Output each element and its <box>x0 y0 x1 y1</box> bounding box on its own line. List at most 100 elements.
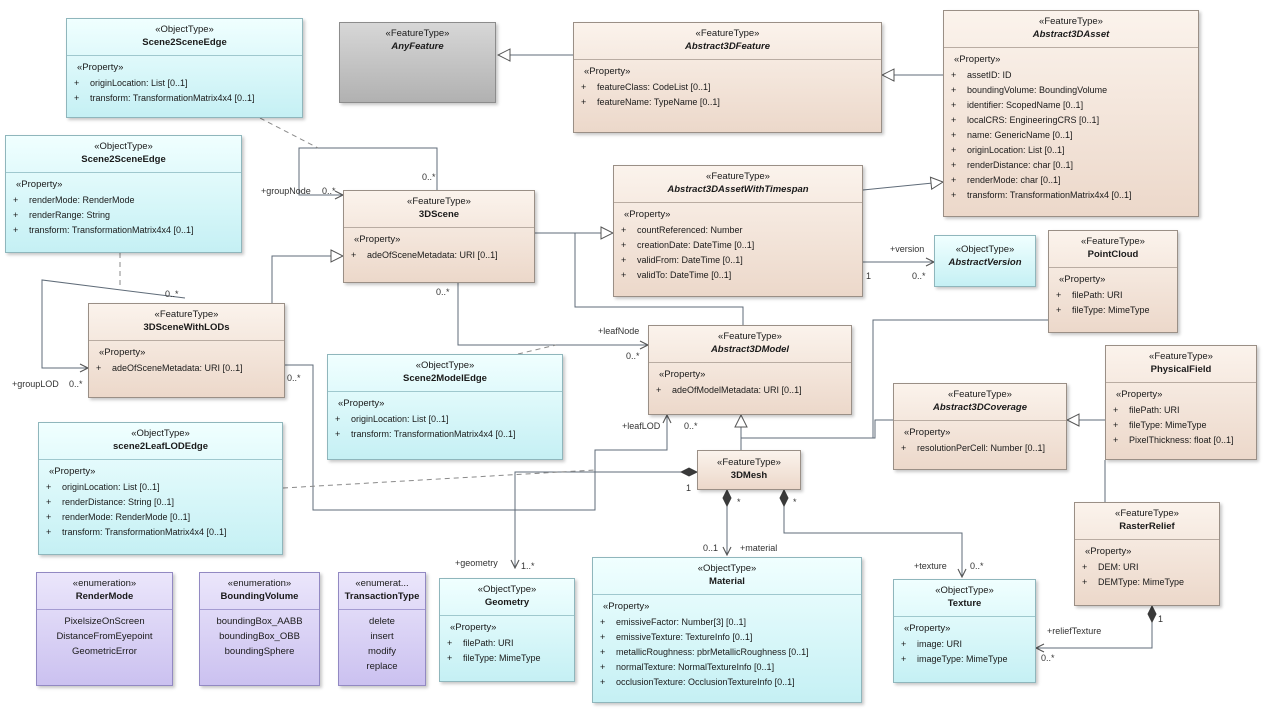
relieftexture-multiplicity: 0..* <box>1041 653 1055 663</box>
stereotype: «FeatureType» <box>1039 16 1103 27</box>
scene2sceneedge-class-second[interactable]: «ObjectType» Scene2SceneEdge «Property» … <box>5 135 242 253</box>
scene2leaflodedge-class[interactable]: «ObjectType» scene2LeafLODEdge «Property… <box>38 422 283 555</box>
attribute: +metallicRoughness: pbrMetallicRoughness… <box>600 647 809 657</box>
leafnode-source-multiplicity: 0..* <box>436 287 450 297</box>
attribute: +identifier: ScopedName [0..1] <box>951 100 1084 110</box>
material-class[interactable]: «ObjectType» Material «Property» +emissi… <box>592 557 862 703</box>
attribute-list: +featureClass: CodeList [0..1] +featureN… <box>574 78 881 110</box>
attribute-list: +resolutionPerCell: Number [0..1] <box>894 439 1066 456</box>
compartment-divider <box>89 340 284 341</box>
attribute-list: +originLocation: List [0..1] +renderDist… <box>39 478 282 540</box>
class-name: Abstract3DModel <box>710 344 790 355</box>
comp-texture <box>784 490 962 577</box>
assoc-grouplod <box>41 279 186 368</box>
compartment-divider <box>440 615 574 616</box>
mesh-material-multiplicity: * <box>737 497 741 507</box>
texture-class[interactable]: «ObjectType» Texture «Property» +image: … <box>893 579 1036 683</box>
enum-literal: GeometricError <box>72 646 137 657</box>
class-name: Scene2SceneEdge <box>81 154 166 165</box>
class-name: AnyFeature <box>391 41 444 52</box>
assoc-leafnode <box>457 283 648 345</box>
attribute: +countReferenced: Number <box>621 225 743 235</box>
material-multiplicity: 0..1 <box>703 543 719 553</box>
scene2sceneedge-class-top[interactable]: «ObjectType» Scene2SceneEdge «Property» … <box>66 18 303 118</box>
attribute-list: +adeOfSceneMetadata: URI [0..1] <box>89 359 284 376</box>
attribute: +transform: TransformationMatrix4x4 [0..… <box>74 93 255 103</box>
property-header: «Property» <box>77 62 124 73</box>
attribute: +name: GenericName [0..1] <box>951 130 1073 140</box>
enum-name: BoundingVolume <box>220 591 299 602</box>
property-header: «Property» <box>16 179 63 190</box>
attribute: +transform: TransformationMatrix4x4 [0..… <box>13 225 194 235</box>
gen-pointcloud-to-model <box>872 319 1048 438</box>
abstract3dmodel-class[interactable]: «FeatureType» Abstract3DModel «Property»… <box>648 325 852 415</box>
attribute: +transform: TransformationMatrix4x4 [0..… <box>951 190 1132 200</box>
compartment-divider <box>1049 267 1177 268</box>
texture-label: +texture <box>914 561 947 571</box>
groupnode-multiplicity: 0..* <box>322 186 336 196</box>
pointcloud-class[interactable]: «FeatureType» PointCloud «Property» +fil… <box>1048 230 1178 333</box>
attribute-list: +originLocation: List [0..1] +transform:… <box>328 410 562 442</box>
attribute: +DEMType: MimeType <box>1082 577 1185 587</box>
attribute: +DEM: URI <box>1082 562 1139 572</box>
attribute: +PixelThickness: float [0..1] <box>1113 435 1234 445</box>
attribute: +imageType: MimeType <box>901 654 1008 664</box>
class-name: RasterRelief <box>1119 521 1175 532</box>
abstract3dcoverage-class[interactable]: «FeatureType» Abstract3DCoverage «Proper… <box>893 383 1067 470</box>
3dmesh-class[interactable]: «FeatureType» 3DMesh <box>697 450 801 490</box>
attribute: +boundingVolume: BoundingVolume <box>951 85 1108 95</box>
grouplod-source-multiplicity: 0..* <box>165 289 179 299</box>
attribute-list: +filePath: URI +fileType: MimeType <box>1049 286 1177 318</box>
enum-literal: DistanceFromEyepoint <box>56 631 153 642</box>
compartment-divider <box>593 594 861 595</box>
comp-geometry <box>515 472 697 568</box>
attribute: +originLocation: List [0..1] <box>951 145 1065 155</box>
geometry-label: +geometry <box>455 558 498 568</box>
scene2modeledge-class[interactable]: «ObjectType» Scene2ModelEdge «Property» … <box>327 354 563 460</box>
stereotype: «ObjectType» <box>415 360 475 371</box>
stereotype: «FeatureType» <box>948 389 1012 400</box>
property-header: «Property» <box>1085 546 1132 557</box>
transactiontype-enumeration[interactable]: «enumerat... TransactionType delete inse… <box>338 572 426 686</box>
groupnode-label: +groupNode <box>261 186 311 196</box>
3dscenewithlods-class[interactable]: «FeatureType» 3DSceneWithLODs «Property»… <box>88 303 285 398</box>
attribute: +renderRange: String <box>13 210 111 220</box>
3dscene-class[interactable]: «FeatureType» 3DScene «Property» +adeOfS… <box>343 190 535 283</box>
attribute-list: +DEM: URI +DEMType: MimeType <box>1075 558 1219 590</box>
attribute: +renderMode: RenderMode [0..1] <box>46 512 191 522</box>
abstract3dassetwithtimespan-class[interactable]: «FeatureType» Abstract3DAssetWithTimespa… <box>613 165 863 297</box>
class-name: 3DMesh <box>730 470 768 481</box>
class-name: scene2LeafLODEdge <box>112 441 209 452</box>
attribute-list: +assetID: ID +boundingVolume: BoundingVo… <box>944 66 1198 203</box>
compartment-divider <box>200 609 319 610</box>
enum-literal: modify <box>368 646 396 657</box>
rendermode-enumeration[interactable]: «enumeration» RenderMode PixelsizeOnScre… <box>36 572 173 686</box>
attribute: +filePath: URI <box>1056 290 1123 300</box>
class-name: Abstract3DAsset <box>1032 29 1110 40</box>
attribute: +fileType: MimeType <box>447 653 541 663</box>
anyfeature-class[interactable]: «FeatureType» AnyFeature <box>339 22 496 103</box>
class-name: PhysicalField <box>1150 364 1212 375</box>
class-name: Abstract3DFeature <box>685 41 770 52</box>
stereotype: «FeatureType» <box>718 331 782 342</box>
class-name: 3DScene <box>418 209 460 220</box>
abstractversion-class[interactable]: «ObjectType» AbstractVersion <box>934 235 1036 287</box>
stereotype: «ObjectType» <box>697 563 757 574</box>
property-header: «Property» <box>904 427 951 438</box>
stereotype: «ObjectType» <box>94 141 153 152</box>
enum-name: TransactionType <box>344 591 420 602</box>
enum-name: RenderMode <box>75 591 134 602</box>
enum-literal: insert <box>370 631 394 642</box>
geometry-class[interactable]: «ObjectType» Geometry «Property» +filePa… <box>439 578 575 682</box>
abstract3dfeature-class[interactable]: «FeatureType» Abstract3DFeature «Propert… <box>573 22 882 133</box>
stereotype: «ObjectType» <box>155 24 214 35</box>
version-source-multiplicity: 1 <box>866 271 872 281</box>
boundingvolume-enumeration[interactable]: «enumeration» BoundingVolume boundingBox… <box>199 572 320 686</box>
compartment-divider <box>344 227 534 228</box>
physicalfield-class[interactable]: «FeatureType» PhysicalField «Property» +… <box>1105 345 1257 460</box>
abstract3dasset-class[interactable]: «FeatureType» Abstract3DAsset «Property»… <box>943 10 1199 217</box>
rasterrelief-class[interactable]: «FeatureType» RasterRelief «Property» +D… <box>1074 502 1220 606</box>
attribute-list: +originLocation: List [0..1] +transform:… <box>67 74 302 106</box>
compartment-divider <box>649 362 851 363</box>
